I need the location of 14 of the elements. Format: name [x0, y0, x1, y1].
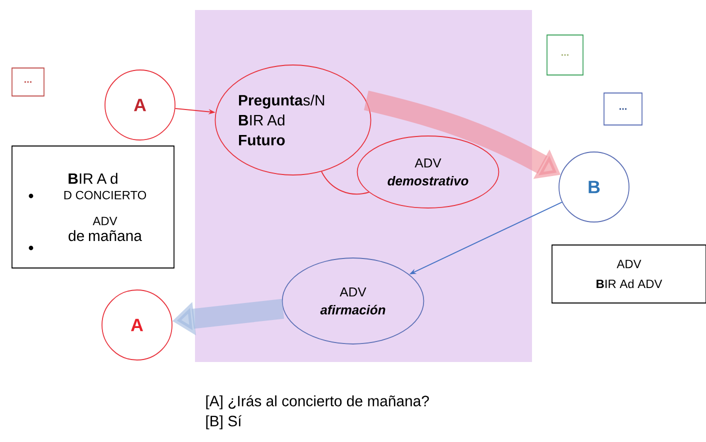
- circle-node: A: [102, 290, 172, 360]
- ellipse-node: ADV afirmación: [282, 258, 424, 344]
- text-box: ADV BIR Ad ADV: [552, 244, 706, 304]
- text-box: ...: [604, 92, 642, 126]
- circle-node: A: [104, 70, 176, 140]
- text-box: ...: [12, 68, 44, 96]
- caption-line: [B] Sí: [206, 415, 242, 430]
- text-box: BIR A d D CONCIERTO ADV de mañana: [12, 146, 174, 268]
- caption-line: [A] ¿Irás al concierto de mañana?: [206, 395, 429, 410]
- circle-node: B: [558, 152, 630, 222]
- ellipse-node: Preguntas/N BIR Ad Futuro: [214, 64, 372, 176]
- connector-line: [321, 171, 370, 194]
- text-box: ...: [546, 34, 584, 76]
- ellipse-node: ADV demostrativo: [356, 136, 500, 208]
